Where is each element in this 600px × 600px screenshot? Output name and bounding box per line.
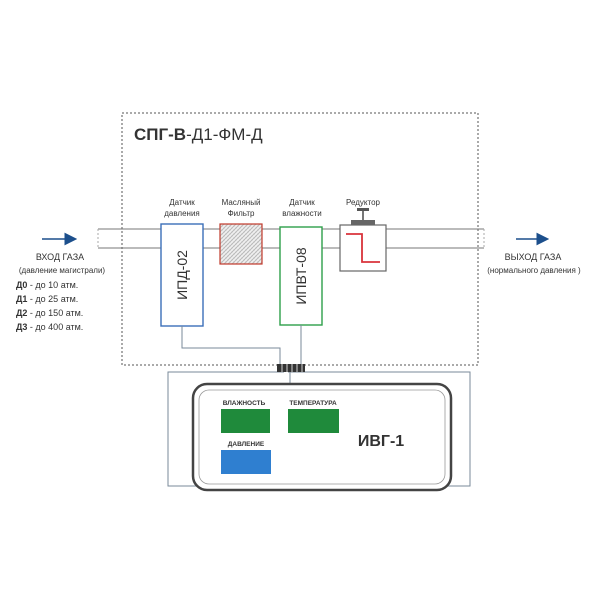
- range-text: - до 150 атм.: [27, 308, 83, 318]
- range-code: Д3: [16, 322, 27, 332]
- inlet-sublabel: (давление магистрали): [19, 266, 106, 275]
- outlet-sublabel: (нормального давления ): [487, 266, 581, 275]
- humidity-sensor-caption: Датчик: [289, 198, 315, 207]
- range-code: Д0: [16, 280, 27, 290]
- range-text: - до 10 атм.: [27, 280, 78, 290]
- connector-pins: [281, 364, 303, 372]
- ivg-device-inner: [198, 389, 446, 485]
- reducer-valve-icon: [351, 208, 375, 225]
- humidity-sensor-model: ИПВТ-08: [293, 247, 309, 305]
- temperature-indicator-label: ТЕМПЕРАТУРА: [289, 400, 337, 407]
- device-name: ИВГ-1: [358, 433, 404, 450]
- inlet-range-list: Д0 - до 10 атм. Д1 - до 25 атм. Д2 - до …: [16, 280, 83, 332]
- humidity-indicator: [221, 409, 270, 433]
- range-text: - до 400 атм.: [27, 322, 83, 332]
- range-code: Д2: [16, 308, 27, 318]
- range-code: Д1: [16, 294, 27, 304]
- oil-filter-box: [219, 223, 263, 265]
- title-rest: -Д1-ФМ-Д: [186, 125, 263, 144]
- inlet-label: ВХОД ГАЗА: [36, 252, 84, 262]
- pressure-sensor-model: ИПД-02: [174, 250, 190, 300]
- inlet-range-item: Д2 - до 150 атм.: [16, 308, 83, 318]
- humidity-sensor-box: [279, 226, 323, 326]
- reducer-step-icon: [346, 233, 380, 263]
- temperature-indicator: [288, 409, 339, 433]
- reducer-box: [339, 224, 387, 272]
- title-bold-part: СПГ-В: [134, 125, 186, 144]
- pressure-sensor-caption: давления: [164, 209, 200, 218]
- system-title: СПГ-В-Д1-ФМ-Д: [134, 125, 263, 144]
- pressure-indicator: [221, 450, 271, 474]
- filter-caption: Масляный: [222, 198, 261, 207]
- inlet-range-item: Д3 - до 400 атм.: [16, 322, 83, 332]
- humidity-sensor-caption: влажности: [282, 209, 322, 218]
- reducer-caption: Редуктор: [346, 198, 381, 207]
- pressure-indicator-label: ДАВЛЕНИЕ: [228, 441, 265, 448]
- inlet-range-item: Д1 - до 25 атм.: [16, 294, 78, 304]
- filter-caption: Фильтр: [228, 209, 255, 218]
- range-text: - до 25 атм.: [27, 294, 78, 304]
- pressure-sensor-caption: Датчик: [169, 198, 195, 207]
- outlet-label: ВЫХОД ГАЗА: [505, 252, 562, 262]
- inlet-range-item: Д0 - до 10 атм.: [16, 280, 78, 290]
- humidity-indicator-label: ВЛАЖНОСТЬ: [223, 400, 266, 407]
- cable-connector: [277, 364, 305, 372]
